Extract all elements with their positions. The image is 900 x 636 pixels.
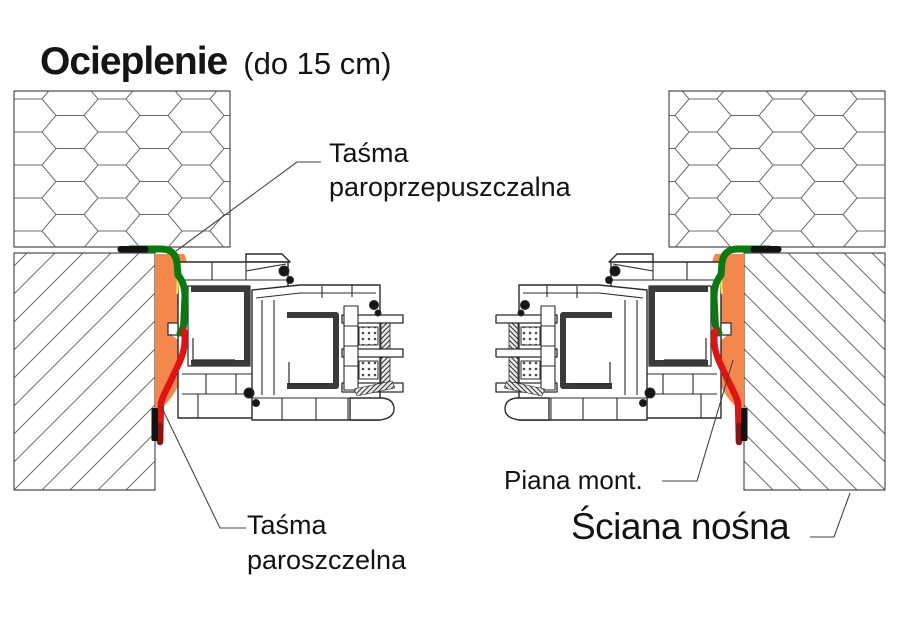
label-load-bearing-wall-text: Ściana nośna	[571, 506, 790, 547]
glass-pane-top	[341, 314, 404, 324]
label-mounting-foam: Piana mont.	[504, 465, 643, 496]
vapor-permeable-tape	[126, 245, 189, 337]
glass-pane-middle	[341, 348, 404, 358]
glazing-bead-lines	[344, 325, 358, 367]
label-vapor-permeable-line2: paroprzepuszczalna	[329, 172, 571, 202]
leader-load-bearing-wall	[810, 492, 851, 538]
label-vapor-tight-tape: Taśma paroszczelna	[247, 508, 406, 578]
sealant-marker-top	[117, 246, 149, 253]
sash-foot	[349, 397, 395, 421]
label-vapor-tight-line2: paroszczelna	[247, 545, 407, 575]
window-profile	[167, 253, 404, 421]
frame-steel-inner-line	[192, 338, 235, 361]
insulation-block	[13, 90, 231, 248]
sill-hatch-strip	[353, 380, 396, 397]
frame-top-detail	[245, 253, 291, 263]
sealant-marker-bottom	[151, 408, 158, 441]
load-bearing-wall-block	[13, 252, 156, 491]
frame-chamber	[187, 285, 251, 367]
label-load-bearing-wall: Ściana nośna	[571, 506, 790, 548]
leader-vapor-tight	[160, 405, 246, 529]
vapor-tight-tape	[156, 327, 189, 445]
leader-mounting-foam	[662, 359, 734, 482]
sash-chamber-lines	[252, 285, 380, 420]
glazing-bead	[343, 305, 359, 391]
frame-anchor-tab	[167, 322, 179, 336]
title-text: Ocieplenie	[40, 40, 228, 83]
gasket-seals	[243, 265, 382, 407]
title-suffix: (do 15 cm)	[243, 46, 392, 81]
frame-steel-reinforcement	[191, 286, 250, 366]
glazing-spacer-top	[358, 326, 379, 346]
label-vapor-permeable-tape: Taśma paroprzepuszczalna	[329, 136, 571, 204]
leader-vapor-permeable	[175, 161, 321, 252]
left-assembly	[13, 90, 404, 491]
sash-steel-inner-line	[288, 362, 328, 385]
sash-steel-reinforcement	[287, 312, 339, 389]
diagram-title: Ocieplenie (do 15 cm)	[40, 40, 391, 84]
glazing-spacer-bottom	[358, 360, 379, 380]
label-vapor-tight-line1: Taśma	[247, 510, 327, 540]
label-mounting-foam-text: Piana mont.	[504, 465, 643, 495]
leader-lines	[160, 161, 851, 538]
label-vapor-permeable-line1: Taśma	[329, 138, 409, 168]
